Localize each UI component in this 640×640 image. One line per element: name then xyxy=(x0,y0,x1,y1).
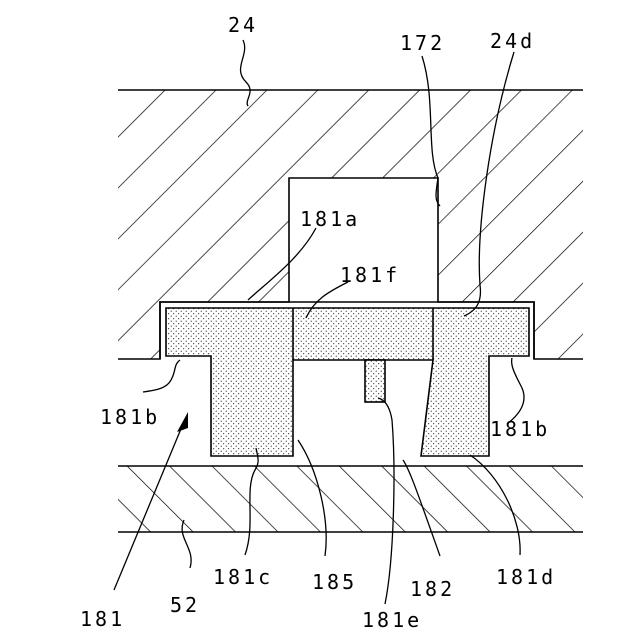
label-185: 185 xyxy=(312,570,357,594)
insert-181 xyxy=(160,302,534,456)
label-181e: 181e xyxy=(362,608,422,632)
label-182: 182 xyxy=(410,577,455,601)
label-172: 172 xyxy=(400,31,445,55)
label-181c: 181c xyxy=(213,565,273,589)
post-181e xyxy=(365,360,385,402)
arrow-head xyxy=(177,412,188,432)
label-181f: 181f xyxy=(340,263,400,287)
label-181b-left: 181b xyxy=(100,405,160,429)
label-181a: 181a xyxy=(300,207,360,231)
insert-body xyxy=(166,308,529,456)
lower-member-52 xyxy=(118,466,583,532)
label-181d: 181d xyxy=(496,565,556,589)
label-181b-right: 181b xyxy=(490,417,550,441)
label-24d: 24d xyxy=(490,29,535,53)
label-24: 24 xyxy=(228,13,258,37)
label-52: 52 xyxy=(170,593,200,617)
label-181: 181 xyxy=(80,607,125,631)
